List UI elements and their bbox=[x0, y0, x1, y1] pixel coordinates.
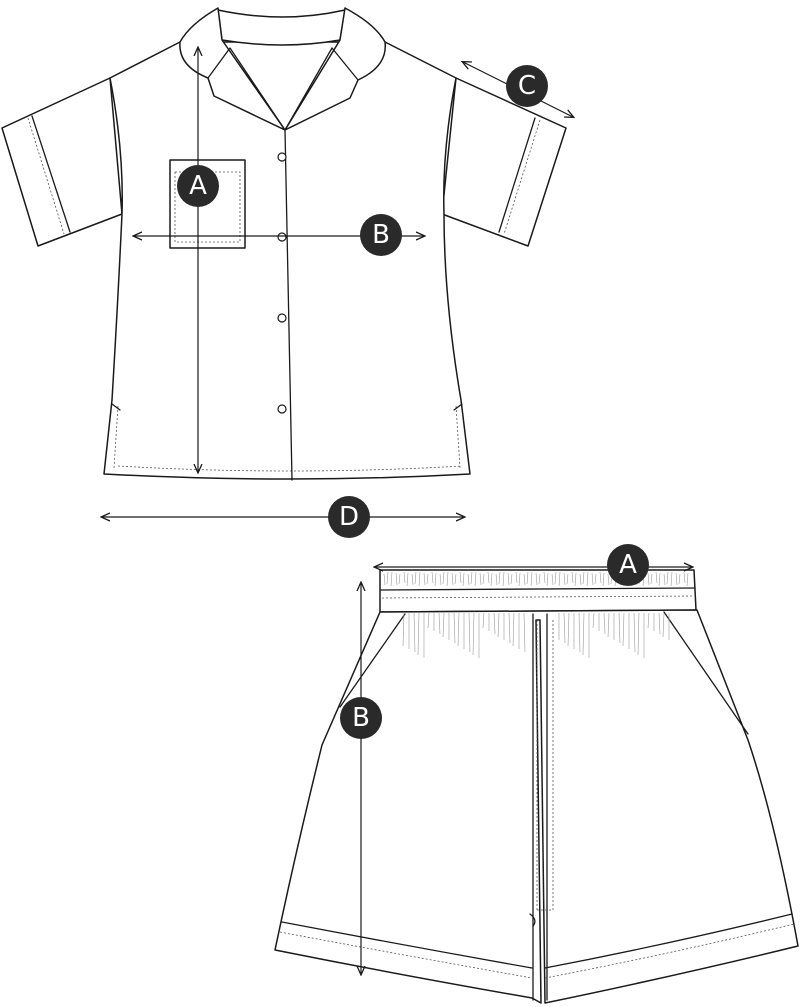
shirt-button bbox=[277, 313, 287, 323]
measure-label-c: C bbox=[518, 71, 536, 101]
measure-label-b: B bbox=[352, 703, 370, 733]
shorts-drawing bbox=[274, 569, 799, 1004]
measure-label-d: D bbox=[339, 502, 359, 532]
measure-label-b: B bbox=[372, 220, 390, 250]
shirt-button bbox=[277, 404, 287, 414]
shirt-button bbox=[277, 232, 287, 242]
shorts-measure-a: A bbox=[375, 544, 692, 586]
shirt-left-sleeve bbox=[1, 77, 123, 247]
shorts-measure-b: B bbox=[340, 583, 382, 974]
measure-label-a: A bbox=[619, 550, 637, 580]
shirt-measure-b: B bbox=[134, 214, 424, 256]
shirt-right-sleeve bbox=[441, 77, 567, 247]
shirt-button bbox=[277, 152, 287, 162]
measure-label-a: A bbox=[189, 171, 207, 201]
shirt-measure-c: C bbox=[463, 62, 573, 117]
shorts-outline bbox=[274, 609, 799, 1004]
shirt-drawing bbox=[1, 7, 567, 481]
shirt-measure-d: D bbox=[102, 496, 464, 538]
shirt-measure-a: A bbox=[177, 48, 219, 472]
